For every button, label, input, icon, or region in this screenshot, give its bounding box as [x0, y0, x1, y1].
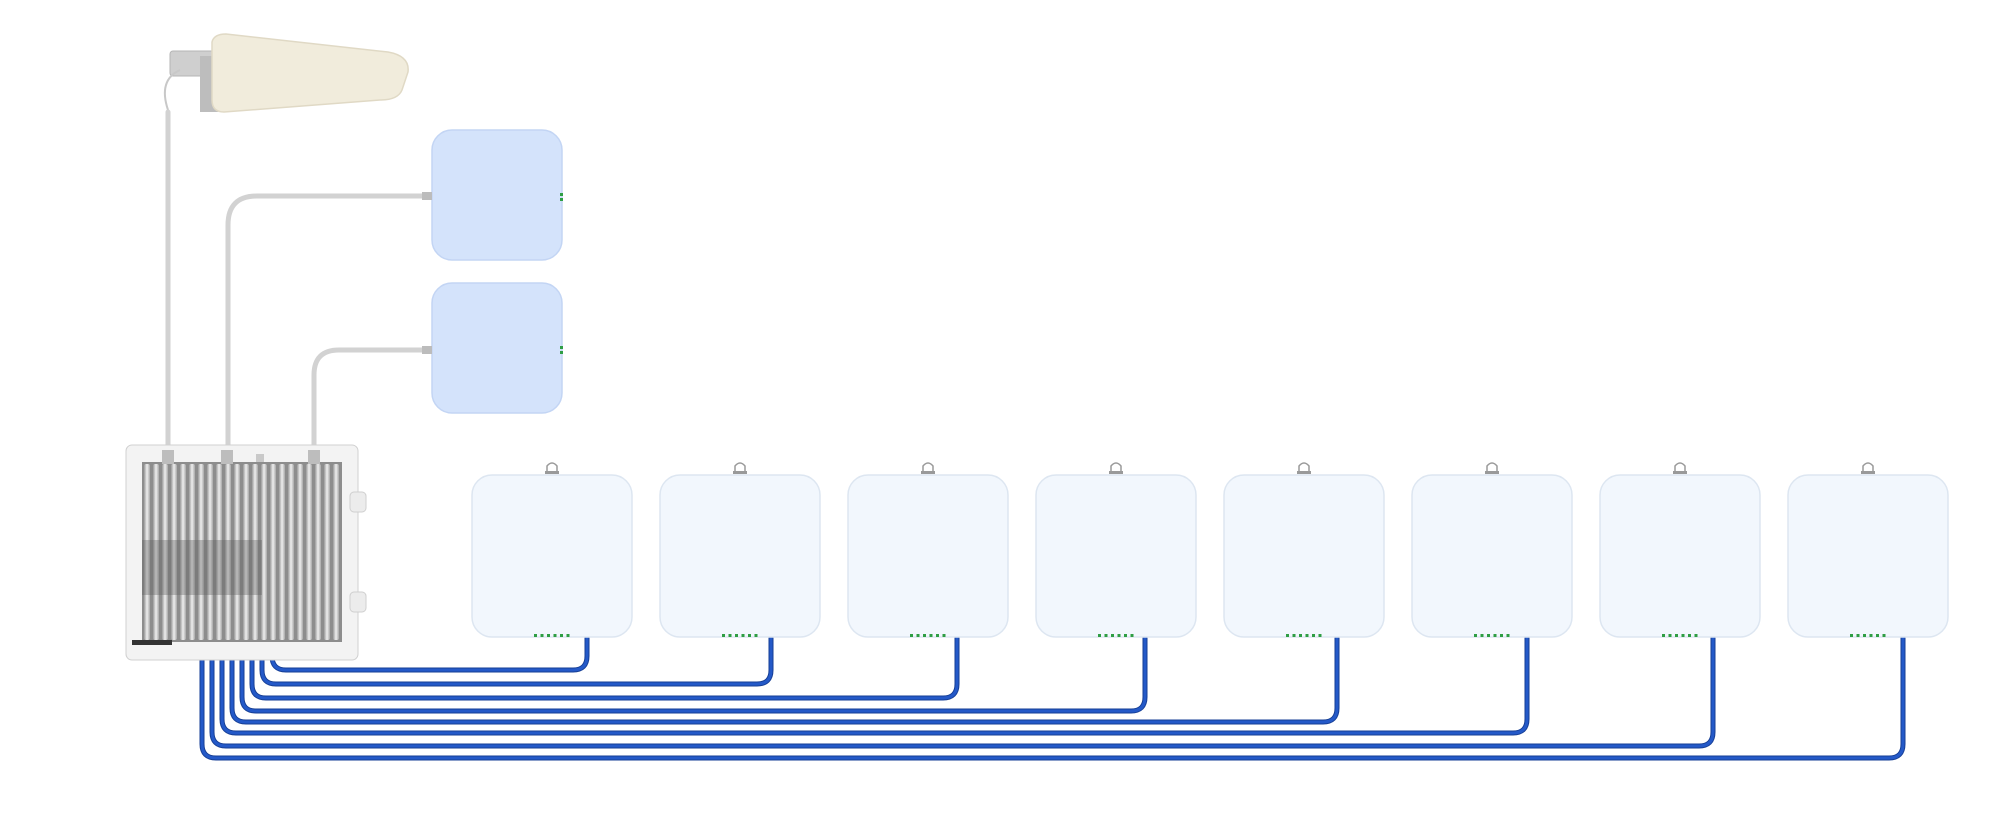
fiber-cable-core-4 — [240, 636, 1147, 713]
fiber-cable-7 — [209, 635, 1716, 749]
remote-units — [471, 462, 1949, 638]
cellular-booster-amplifier-icon — [125, 444, 367, 661]
fiber-cable-core-8 — [200, 636, 1905, 760]
yagi-antenna-icon — [164, 33, 409, 113]
remote-unit-2 — [659, 462, 821, 638]
remote-unit-3 — [847, 462, 1009, 638]
panel-antenna-1 — [422, 129, 563, 261]
remote-unit-1 — [471, 462, 633, 638]
remote-unit-8 — [1787, 462, 1949, 638]
remote-unit-7 — [1599, 462, 1761, 638]
fiber-cable-core-6 — [220, 636, 1529, 735]
fiber-cable-core-3 — [250, 636, 959, 700]
remote-unit-5 — [1223, 462, 1385, 638]
panel-antenna-2 — [422, 282, 563, 414]
fiber-cable-core-5 — [230, 636, 1339, 724]
coax-cables — [165, 109, 428, 453]
remote-unit-6 — [1411, 462, 1573, 638]
fiber-cable-core-7 — [210, 636, 1715, 748]
remote-unit-4 — [1035, 462, 1197, 638]
fiber-cables — [199, 635, 1906, 761]
fiber-cable-core-1 — [270, 636, 589, 672]
fiber-cable-core-2 — [260, 636, 773, 686]
